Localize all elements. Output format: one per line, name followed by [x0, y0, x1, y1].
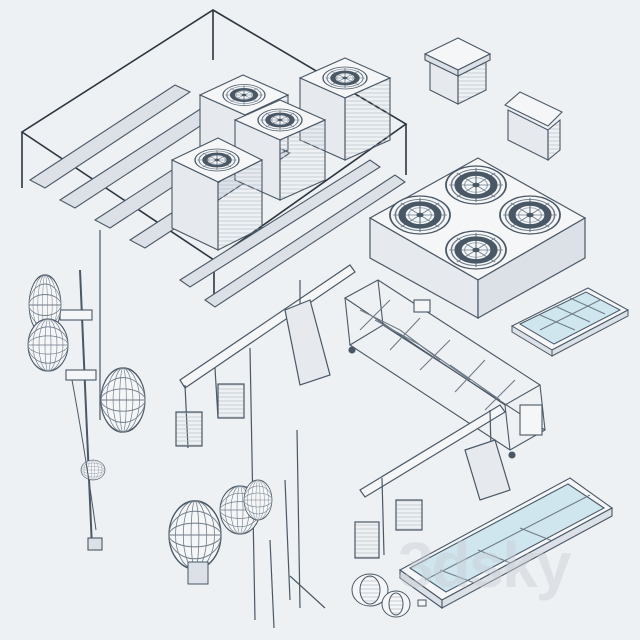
gondola-davit-small	[354, 404, 511, 559]
rod-assembly	[269, 429, 326, 629]
roof-vent-box	[504, 91, 563, 162]
gondola-platform	[343, 279, 547, 459]
small-skylight	[510, 287, 630, 357]
roof-vent-hood	[423, 37, 492, 105]
cable-reels	[168, 479, 273, 585]
four-fan-condenser	[368, 158, 587, 320]
large-skylight	[398, 477, 614, 610]
antenna-mast	[28, 230, 145, 551]
winch-motors	[351, 573, 427, 618]
chillers-on-frame	[20, 9, 408, 308]
gondola-davit-large	[175, 264, 356, 621]
